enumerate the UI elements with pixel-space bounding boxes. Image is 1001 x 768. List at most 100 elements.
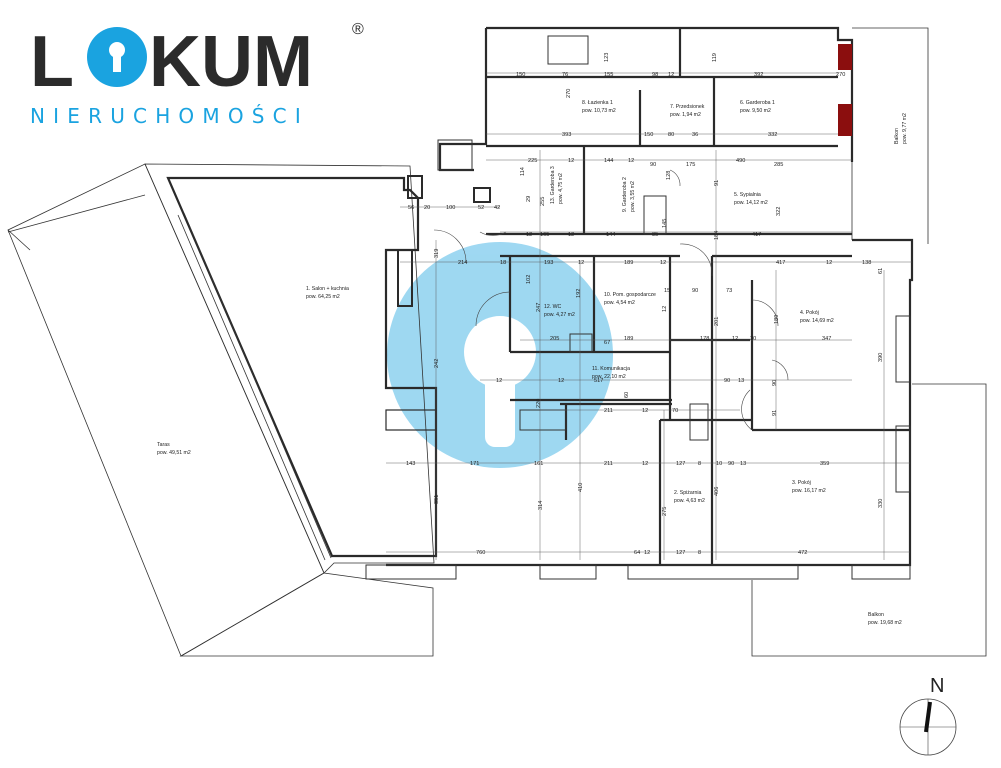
dimension-label: 189 — [624, 336, 633, 342]
dimension-label: 30 — [750, 336, 756, 342]
svg-text:pow. 14,12 m2: pow. 14,12 m2 — [734, 200, 768, 206]
dimension-label: 155 — [604, 72, 613, 78]
dimension-label: 90 — [772, 380, 778, 386]
svg-text:pow. 1,94 m2: pow. 1,94 m2 — [670, 112, 701, 118]
dimension-label: 13 — [738, 378, 744, 384]
dimension-label: 351 — [434, 495, 440, 504]
dimension-label: 15 — [664, 288, 670, 294]
svg-text:11. Komunikacja: 11. Komunikacja — [592, 366, 630, 372]
svg-text:pow. 4,63 m2: pow. 4,63 m2 — [674, 498, 705, 504]
dimension-label: 10 — [716, 461, 722, 467]
dimension-label: 314 — [538, 501, 544, 510]
svg-text:4. Pokój: 4. Pokój — [800, 310, 819, 316]
dimension-label: 211 — [604, 461, 613, 467]
dimension-label: 347 — [822, 336, 831, 342]
dimension-label: 193 — [544, 260, 553, 266]
dimension-label: 98 — [652, 72, 658, 78]
dimension-lines — [386, 72, 912, 560]
dimension-label: 12 — [644, 550, 650, 556]
logo-subtitle: NIERUCHOMOŚCI — [30, 104, 309, 128]
dimension-label: 145 — [662, 219, 668, 228]
svg-text:pow. 16,17 m2: pow. 16,17 m2 — [792, 488, 826, 494]
svg-text:pow. 4,54 m2: pow. 4,54 m2 — [604, 300, 635, 306]
dimension-label: 255 — [540, 197, 546, 206]
dimension-label: 175 — [686, 162, 695, 168]
dimension-label: 392 — [754, 72, 763, 78]
svg-text:pow. 49,51 m2: pow. 49,51 m2 — [157, 450, 191, 456]
dimension-label: 127 — [676, 461, 685, 467]
room-label: 11. Komunikacja pow. 22,10 m2 — [592, 366, 630, 380]
dimension-label: 270 — [836, 72, 845, 78]
dimension-label: 91 — [714, 180, 720, 186]
dimension-label: 12 — [732, 336, 738, 342]
dimension-label: 150 — [644, 132, 653, 138]
terrace-outline — [7, 163, 438, 657]
dimension-label: 144 — [606, 232, 615, 238]
dimension-label: 220 — [536, 399, 542, 408]
dimension-label: 12 — [826, 260, 832, 266]
dimension-label: 171 — [470, 461, 479, 467]
dimension-label: 410 — [578, 483, 584, 492]
dimension-label: 85 — [652, 232, 658, 238]
dimension-label: 165 — [540, 232, 549, 238]
keyhole-logo-icon — [87, 27, 147, 87]
dimension-labels: 150 76 155 98 12 392 270 123 119 270 393… — [406, 53, 884, 556]
compass-north-label: N — [930, 675, 944, 697]
dimension-label: 13 — [740, 461, 746, 467]
svg-text:pow. 64,25 m2: pow. 64,25 m2 — [306, 294, 340, 300]
dimension-label: 192 — [576, 289, 582, 298]
dimension-label: 36 — [692, 132, 698, 138]
keyhole-watermark-icon — [387, 242, 613, 468]
dimension-label: 127 — [676, 550, 685, 556]
svg-text:pow. 4,27 m2: pow. 4,27 m2 — [544, 312, 575, 318]
apartment-walls — [365, 26, 987, 657]
dimension-label: 359 — [820, 461, 829, 467]
dimension-label: 12 — [660, 260, 666, 266]
compass-needle-icon — [924, 701, 932, 733]
dimension-label: 76 — [562, 72, 568, 78]
svg-text:2. Spiżarnia: 2. Spiżarnia — [674, 490, 702, 496]
dimension-label: 144 — [604, 158, 613, 164]
dimension-label: 90 — [728, 461, 734, 467]
dimension-label: 102 — [526, 275, 532, 284]
dimension-label: 12 — [568, 158, 574, 164]
dimension-label: 114 — [520, 167, 526, 176]
dimension-label: 8 — [698, 461, 701, 467]
dimension-label: 56 — [408, 205, 414, 211]
room-label: 7. Przedsionek pow. 1,94 m2 — [670, 104, 705, 118]
dimension-label: 189 — [774, 315, 780, 324]
door-swings — [433, 169, 789, 431]
dimension-label: 322 — [776, 207, 782, 216]
svg-text:pow. 3,55 m2: pow. 3,55 m2 — [630, 181, 636, 212]
dimension-label: 330 — [878, 499, 884, 508]
registered-mark: ® — [352, 21, 364, 38]
dimension-label: 138 — [862, 260, 871, 266]
dimension-label: 225 — [528, 158, 537, 164]
svg-text:7. Przedsionek: 7. Przedsionek — [670, 104, 705, 110]
svg-text:pow. 19,68 m2: pow. 19,68 m2 — [868, 620, 902, 626]
dimension-label: 64 — [634, 550, 640, 556]
dimension-label: 90 — [650, 162, 656, 168]
dimension-label: 119 — [712, 53, 718, 62]
dimension-label: 12 — [526, 232, 532, 238]
dimension-label: 247 — [536, 303, 542, 312]
dimension-label: 12 — [558, 378, 564, 384]
dimension-label: 161 — [534, 461, 543, 467]
svg-text:pow. 10,73 m2: pow. 10,73 m2 — [582, 108, 616, 114]
dimension-label: 490 — [736, 158, 745, 164]
dimension-label: 100 — [446, 205, 455, 211]
dimension-label: 184 — [714, 231, 720, 240]
dimension-label: 128 — [666, 171, 672, 180]
dimension-label: 61 — [878, 268, 884, 274]
svg-text:pow. 22,10 m2: pow. 22,10 m2 — [592, 374, 626, 380]
